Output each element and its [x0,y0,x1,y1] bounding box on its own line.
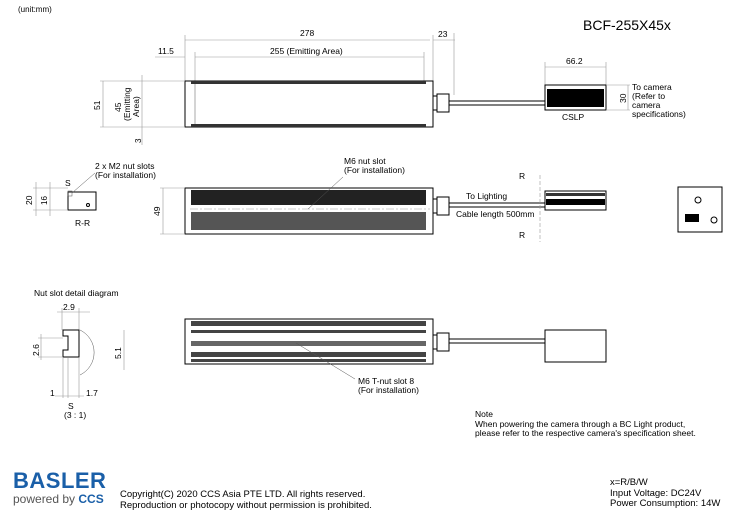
reproduction-text: Reproduction or photocopy without permis… [120,499,372,511]
r-mark-top: R [519,171,525,181]
dim-offset: 11.5 [158,46,174,56]
nut-detail-title: Nut slot detail diagram [34,288,119,298]
dim-connector: 23 [438,29,448,39]
dim-2-9: 2.9 [63,302,75,312]
basler-logo: BASLER powered by CCS [13,468,107,507]
unit-label: (unit:mm) [18,5,52,14]
dim-5-1: 5.1 [113,347,123,359]
nut-detail: Nut slot detail diagram 2.9 2.6 5.1 1 1.… [31,288,125,420]
section-s-label: S [65,178,71,188]
m2-note: 2 x M2 nut slots(For installation) [95,161,156,180]
spec-block: x=R/B/W Input Voltage: DC24V Power Consu… [610,477,721,510]
dim-margin: 3 [134,138,143,143]
bottom-view: M6 T-nut slot 8(For installation) [184,318,607,395]
tnut-note: M6 T-nut slot 8(For installation) [358,376,419,395]
top-view: 278 23 11.5 255 (Emitting Area) 51 45 (E… [92,28,686,145]
m6-note: M6 nut slot(For installation) [344,156,405,175]
note-body: When powering the camera through a BC Li… [475,419,696,438]
dim-height: 51 [92,100,102,110]
brand-name: BASLER [13,468,107,493]
dim-2-6: 2.6 [31,344,41,356]
dim-emitting-height-label: (Emitting [122,87,132,121]
dim-1: 1 [50,388,55,398]
cable-length-label: Cable length 500mm [456,209,534,219]
dim-total-length: 278 [300,28,314,38]
section-label: R-R [75,218,90,228]
side-view: S 20 16 R-R 2 x M2 nut slots(For install… [24,156,723,242]
dim-emitting-height: 45 [113,102,123,112]
connector-icon [677,186,723,233]
ccs-logo: CCS [78,492,104,506]
detail-scale: (3 : 1) [64,410,86,420]
cslp-height: 30 [618,93,628,103]
cslp-width: 66.2 [566,56,583,66]
powered-by: powered by [13,492,76,506]
to-lighting-label: To Lighting [466,191,507,201]
spec-variant: x=R/B/W [610,477,648,488]
dim-16: 16 [40,196,49,205]
dim-20: 20 [24,195,34,205]
spec-power: Power Consumption: 14W [610,498,721,509]
r-mark-bottom: R [519,230,525,240]
spec-voltage: Input Voltage: DC24V [610,487,702,499]
detail-s-label: S [68,401,74,411]
dim-emitting-height-label2: Area) [131,96,141,117]
dim-1-7: 1.7 [86,388,98,398]
model-title: BCF-255X45x [583,17,671,33]
dim-49: 49 [152,206,162,216]
copyright-text: Copyright(C) 2020 CCS Asia PTE LTD. All … [120,489,366,500]
cslp-label: CSLP [562,112,585,122]
copyright-block: Copyright(C) 2020 CCS Asia PTE LTD. All … [120,489,372,511]
note-title: Note [475,409,493,419]
note: Note When powering the camera through a … [475,409,696,438]
dim-emitting-length: 255 (Emitting Area) [270,46,343,56]
